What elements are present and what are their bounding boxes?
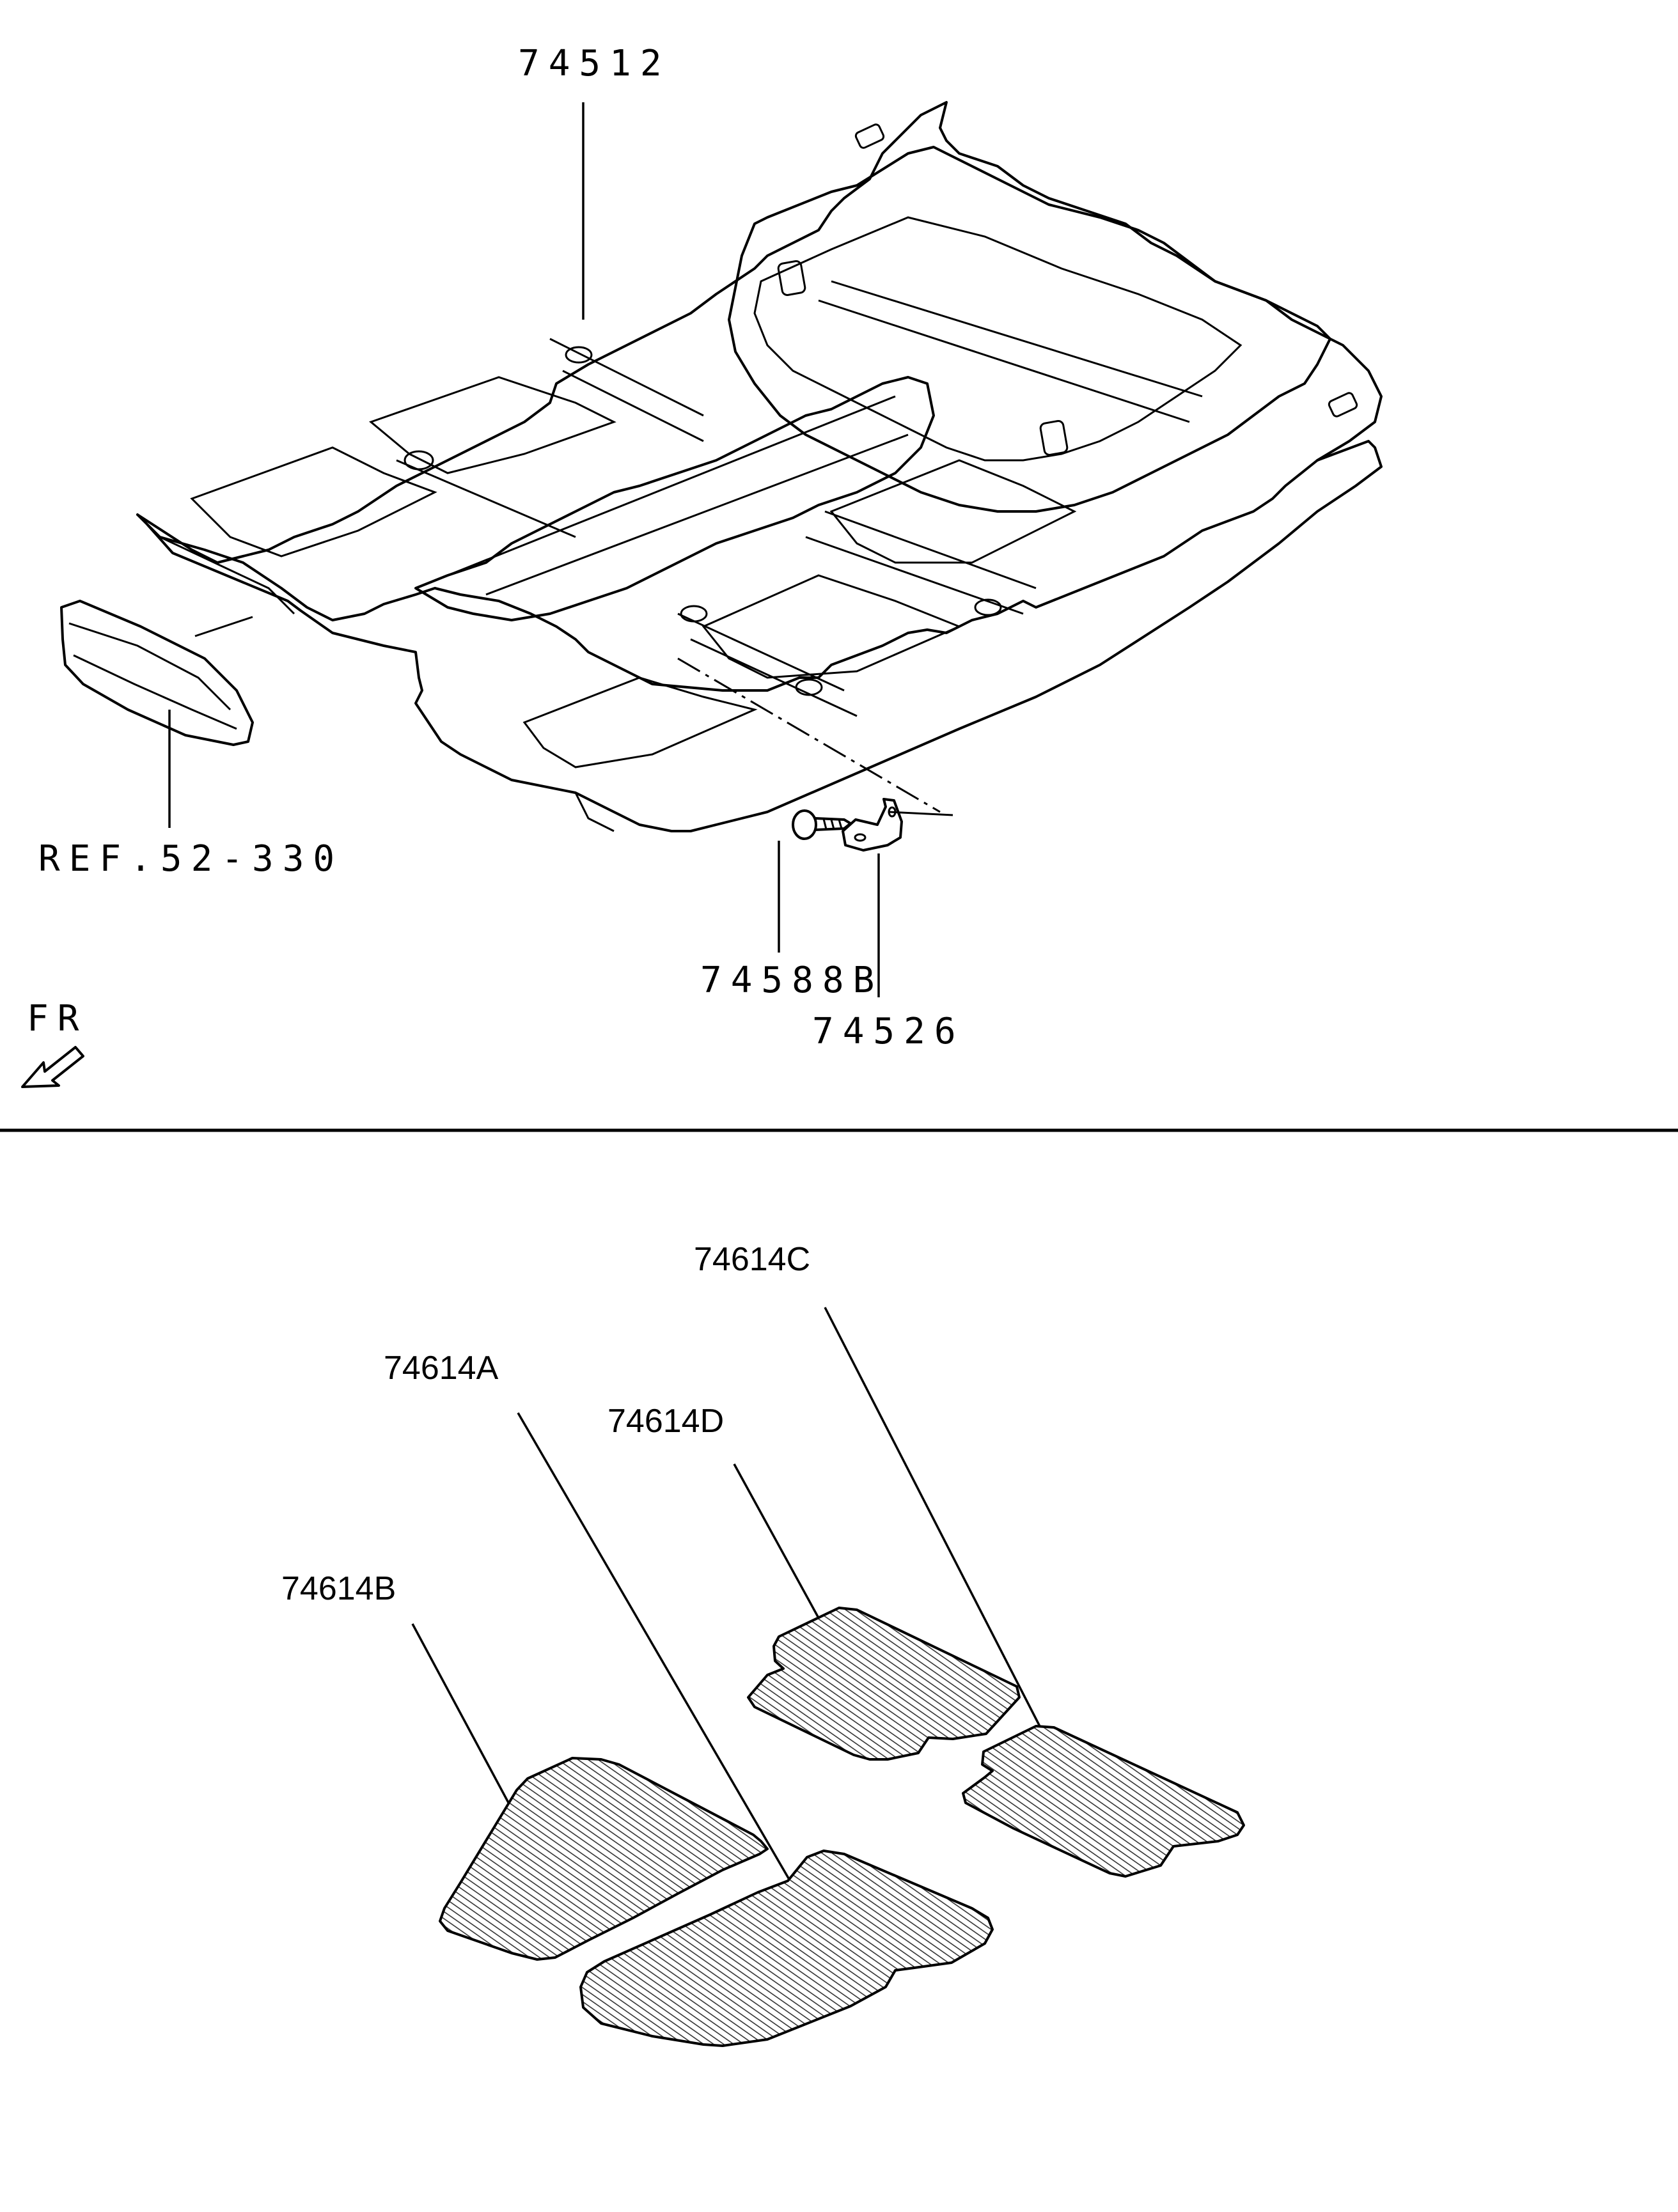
leader-74614b: [411, 1623, 527, 1835]
label-74614c: 74614C: [694, 1241, 810, 1278]
label-74512: 74512: [518, 43, 671, 84]
insulator-pad: [60, 600, 254, 746]
label-74614b: 74614B: [281, 1570, 396, 1607]
front-label: FR: [27, 998, 88, 1040]
floor-mat-74614a: [579, 1850, 994, 2047]
arrow-icon: [21, 1046, 84, 1088]
label-ref-52-330: REF.52-330: [38, 838, 343, 880]
floor-carpet-drawing: [136, 101, 1383, 832]
leader-74614a: [517, 1412, 815, 1922]
label-74588b: 74588B: [700, 960, 883, 1001]
screw-part: [792, 809, 852, 840]
bracket-part: [842, 798, 903, 852]
floor-mat-74614c: [962, 1725, 1245, 1878]
label-74526: 74526: [812, 1011, 965, 1052]
leader-74614c: [824, 1307, 1070, 1784]
floor-mat-74614d: [747, 1607, 1021, 1761]
label-74614a: 74614A: [384, 1350, 499, 1387]
floor-mat-74614b: [439, 1757, 769, 1961]
label-74614d: 74614D: [608, 1403, 724, 1440]
